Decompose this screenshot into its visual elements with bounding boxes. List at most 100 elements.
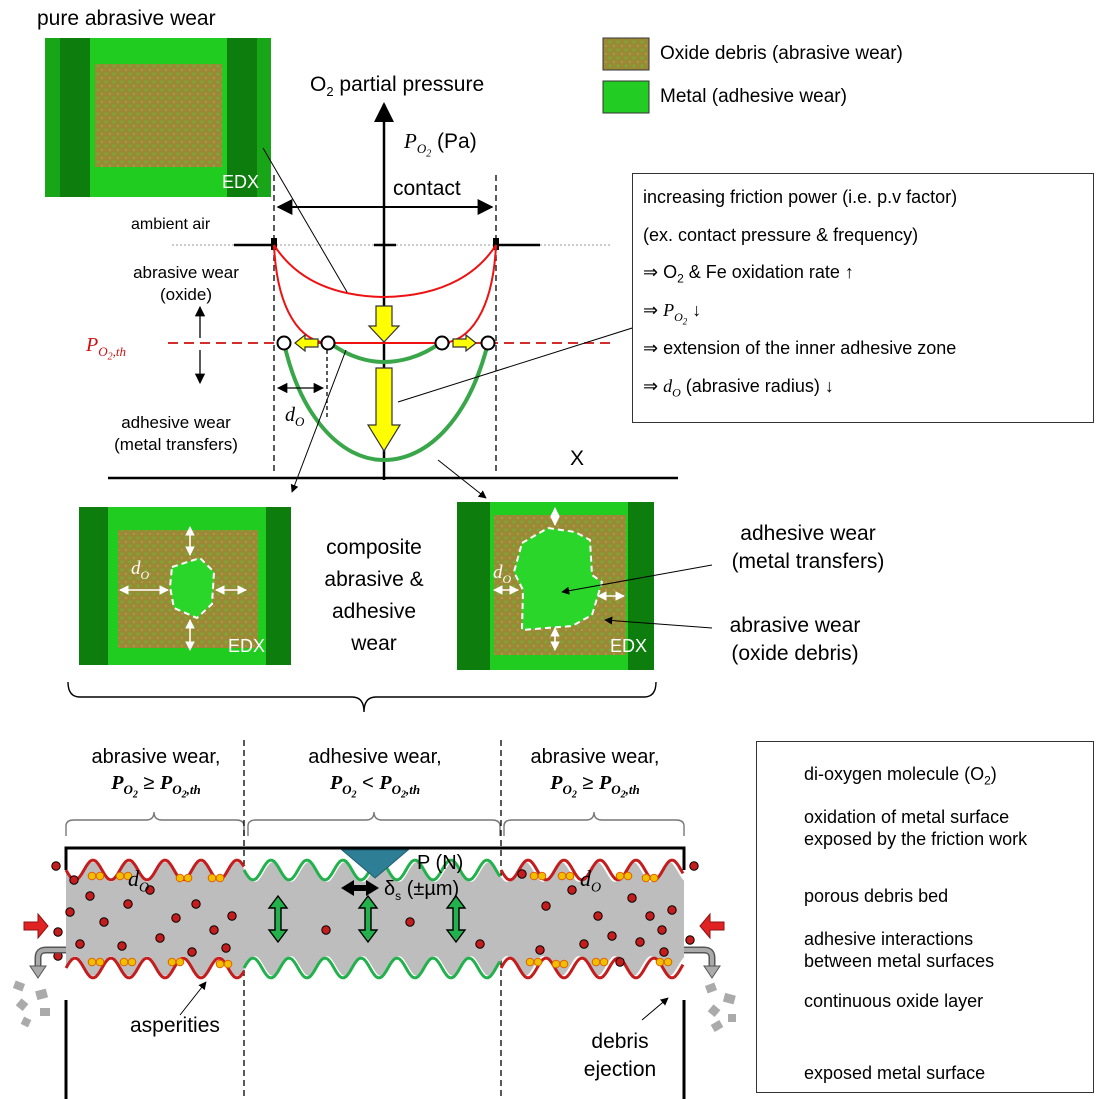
particle [405, 917, 415, 927]
particle [119, 957, 129, 967]
particle [215, 959, 225, 969]
particle [529, 871, 539, 881]
particle [127, 957, 137, 967]
info-line-6: ⇒ dO (abrasive radius) ↓ [643, 376, 834, 400]
particle [579, 939, 589, 949]
particle [533, 957, 543, 967]
do-label-graph: dO [285, 404, 305, 429]
particle [183, 873, 193, 883]
particle [655, 957, 665, 967]
photo-adhesive [457, 502, 713, 670]
particle [117, 941, 127, 951]
particle [663, 957, 673, 967]
legend-bottom: di-oxygen molecule (O2) oxidation of met… [756, 741, 1094, 1093]
particle [85, 891, 95, 901]
particle [593, 911, 603, 921]
edx-label-1: EDX [222, 172, 260, 192]
adhesive-metal-transfers-label: adhesive wear(metal transfers) [731, 522, 885, 573]
particle [627, 893, 637, 903]
particle [207, 873, 217, 883]
particle [123, 899, 133, 909]
adhesive-arrow [267, 894, 289, 944]
do-label-photo-1: dO [131, 558, 150, 582]
x-axis-label: X [570, 447, 585, 470]
particle [191, 899, 201, 909]
particle [145, 885, 155, 895]
particle [551, 959, 561, 969]
edx-label-3: EDX [610, 636, 648, 656]
info-line-3: ⇒ O2 & Fe oxidation rate ↑ [643, 262, 854, 286]
zone-right-title: abrasive wear, PO2 ≥ PO2,th [530, 746, 660, 801]
particle [667, 905, 677, 915]
particle [95, 957, 105, 967]
adhesive-arrow [445, 894, 467, 944]
legend-o2: di-oxygen molecule (O2) [804, 764, 997, 788]
edx-label-2: EDX [228, 636, 266, 656]
displacement-label: δs (±µm) [384, 878, 460, 903]
particle [635, 937, 645, 947]
particle [215, 873, 225, 883]
particle [187, 947, 197, 957]
particle [69, 875, 79, 885]
particle [123, 871, 133, 881]
po2-unit-label: PO2 (Pa) [404, 129, 477, 160]
particle [535, 945, 545, 955]
particle [607, 931, 617, 941]
zone-left-title: abrasive wear, PO2 ≥ PO2,th [91, 746, 221, 801]
particle [51, 861, 61, 871]
abrasive-oxide-label: abrasive wear(oxide) [133, 263, 239, 304]
particle [171, 913, 181, 923]
info-line-2: (ex. contact pressure & frequency) [643, 225, 919, 245]
do-label-right: dO [580, 866, 602, 896]
particle [95, 871, 105, 881]
particle [167, 957, 177, 967]
zone-mid-title: adhesive wear, PO2 < PO2,th [308, 746, 442, 801]
particle [537, 871, 547, 881]
particle [649, 873, 659, 883]
asperities-label: asperities [130, 1014, 220, 1037]
particle [87, 957, 97, 967]
pure-abrasive-title: pure abrasive wear [37, 7, 216, 30]
particle [517, 869, 527, 879]
info-line-5: ⇒ extension of the inner adhesive zone [643, 338, 957, 358]
po2-threshold-label: PO2,th [86, 334, 126, 363]
particle [87, 871, 97, 881]
particle [599, 957, 609, 967]
particle [615, 957, 625, 967]
particle [615, 871, 625, 881]
particle [685, 935, 695, 945]
particle [645, 911, 655, 921]
do-label-photo-2: dO [493, 562, 512, 586]
particle [559, 959, 569, 969]
contact-schematic [12, 740, 736, 1099]
adhesive-metal-label: adhesive wear(metal transfers) [114, 413, 238, 454]
legend-metal-label: Metal (adhesive wear) [660, 86, 847, 107]
legend-debris-bed: porous debris bed [804, 886, 949, 906]
photo-composite [79, 507, 291, 665]
particle [623, 871, 633, 881]
info-line-4: ⇒ PO2 ↓ [643, 300, 702, 326]
pressure-graph [108, 102, 678, 499]
particle [657, 925, 667, 935]
photo-pure-abrasive [45, 38, 271, 197]
photos-brace [67, 681, 657, 713]
abrasive-oxide-debris-label: abrasive wear(oxide debris) [729, 614, 861, 665]
legend-oxide-layer: continuous oxide layer [804, 991, 984, 1011]
particle [155, 933, 165, 943]
particle [689, 861, 699, 871]
particle [65, 907, 75, 917]
particle [641, 873, 651, 883]
legend-metal-swatch [602, 80, 650, 114]
particle [475, 939, 485, 949]
o2-axis-title: O2 partial pressure [310, 73, 485, 100]
particle [175, 957, 185, 967]
ambient-air-label: ambient air [131, 216, 211, 233]
particle [557, 871, 567, 881]
particle [115, 871, 125, 881]
load-label: P (N) [417, 852, 464, 874]
